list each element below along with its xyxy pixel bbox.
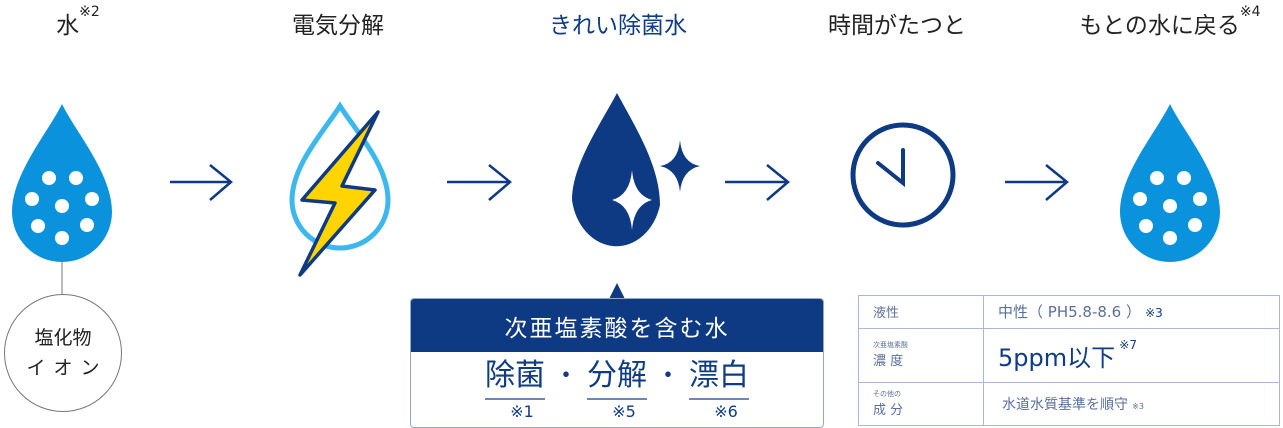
clock-icon	[850, 122, 956, 228]
table-row: 液性中性（ PH5.8-8.6 ） ※3	[858, 295, 1280, 329]
hypochlorous-callout: 次亜塩素酸を含む水 除菌※1 ・ 分解※5 ・ 漂白※6	[410, 298, 824, 428]
process-illustration	[12, 93, 1220, 299]
clean-water-drop-icon	[572, 93, 700, 247]
arrow-icon	[447, 164, 512, 201]
callout-pointer	[609, 283, 625, 299]
chloride-ion-circle: 塩化物 イオン	[4, 294, 122, 412]
arrow-icon	[1005, 164, 1069, 201]
separator: ・	[552, 361, 579, 391]
table-row: その他の成 分水道水質基準を順守 ※3	[858, 381, 1280, 427]
separator: ・	[655, 361, 682, 391]
step-title-time: 時間がたつと	[828, 13, 966, 39]
arrow-icon	[725, 164, 790, 201]
electrolysis-icon	[289, 101, 391, 277]
water-drop-icon	[1120, 104, 1220, 262]
effect-bleach: 漂白※6	[689, 358, 750, 421]
effect-disinfect: 除菌※1	[484, 358, 545, 421]
step-title-clean-water: きれい除菌水	[549, 13, 687, 39]
step-title-water: 水※2	[56, 4, 100, 39]
water-drop-icon	[12, 104, 112, 262]
step-title-return: もとの水に戻る※4	[1079, 4, 1261, 39]
step-title-electrolysis: 電気分解	[292, 13, 384, 39]
ion-label-line1: 塩化物	[34, 327, 92, 349]
arrow-icon	[170, 164, 233, 201]
effect-decompose: 分解※5	[587, 358, 647, 421]
callout-title: 次亜塩素酸を含む水	[411, 299, 823, 352]
ion-label-line2: イオン	[26, 357, 108, 379]
